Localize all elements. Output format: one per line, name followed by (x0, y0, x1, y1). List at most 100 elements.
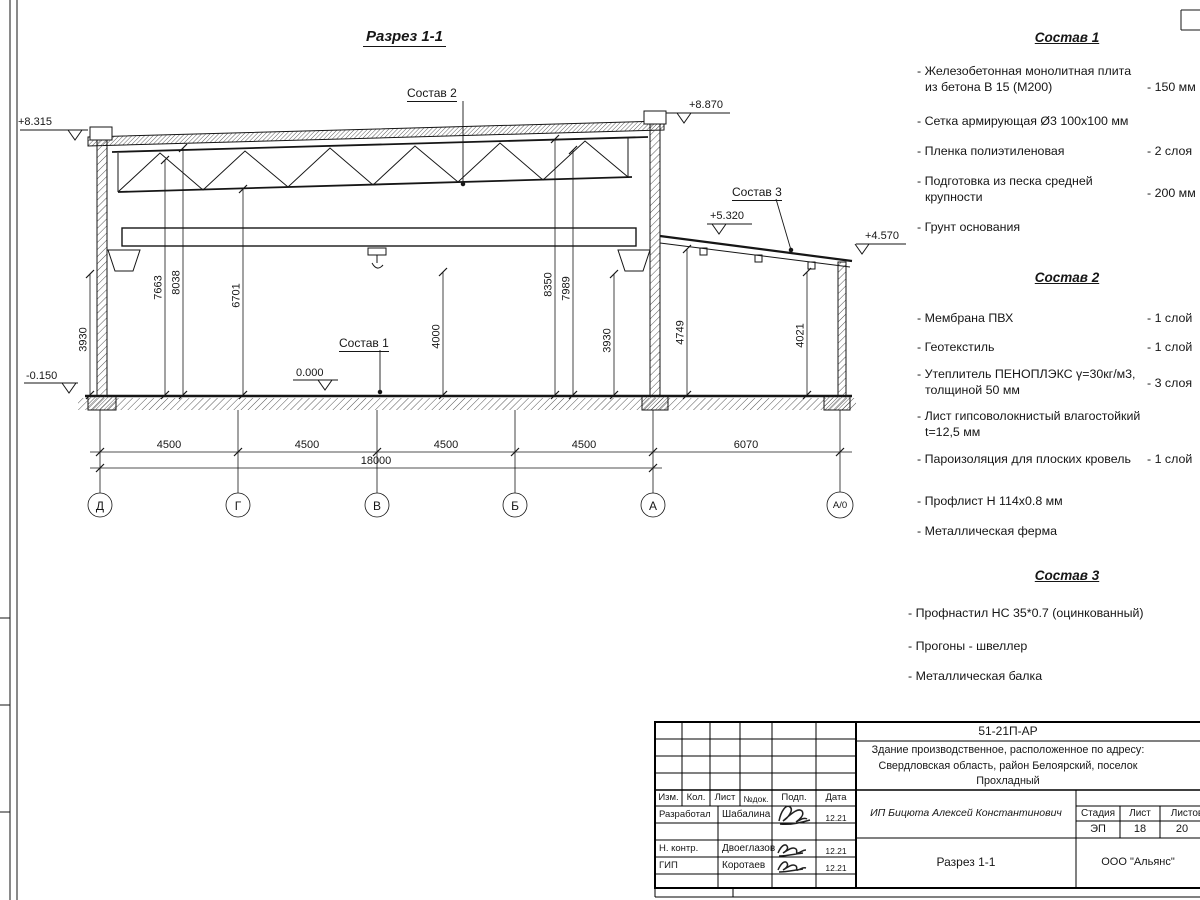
comp1-item-1-line2: из бетона В 15 (М200) (925, 80, 1053, 94)
comp1-item-2: - Сетка армирующая Ø3 100x100 мм (917, 114, 1129, 128)
comp2-value-5: - 1 слой (1147, 452, 1193, 466)
row2-role: Н. контр. (659, 843, 699, 854)
vertical-dim-lines (85, 134, 812, 400)
comp2-heading: Состав 2 (1034, 270, 1100, 285)
comp1-item-3: - Пленка полиэтиленовая (917, 144, 1065, 158)
row2-date: 12.21 (825, 846, 847, 856)
signature (777, 861, 807, 873)
comp2-value-1: - 1 слой (1147, 311, 1193, 325)
hdim-4500-1: 4500 (156, 439, 182, 451)
comp2-item-5: - Пароизоляция для плоских кровель (917, 452, 1131, 466)
vdim-8038: 8038 (170, 270, 183, 295)
comp2-item-2: - Геотекстиль (917, 340, 995, 354)
comp1-item-4-line2: крупности (925, 190, 983, 204)
building-section (78, 110, 856, 411)
elevation-8870: +8.870 (689, 99, 723, 111)
comp2-item-7: - Металлическая ферма (917, 524, 1057, 538)
elevation-5320: +5.320 (710, 210, 744, 222)
hdim-4500-3: 4500 (433, 439, 459, 451)
vdim-8350: 8350 (542, 272, 555, 297)
row3-role: ГИП (659, 860, 678, 871)
comp1-value-4: - 200 мм (1147, 186, 1196, 200)
signatures (777, 805, 811, 873)
col-header-podp: Подп. (781, 792, 807, 803)
author-name: ИП Бицюта Алексей Константинович (870, 807, 1062, 819)
vdim-4749: 4749 (674, 320, 687, 345)
comp3-item-1: - Профнастил НС 35*0.7 (оцинкованный) (908, 606, 1144, 620)
crane-beam (107, 227, 651, 272)
elevation-marks (20, 112, 906, 394)
drawing-name: Разрез 1-1 (936, 855, 996, 869)
annex-roof (659, 234, 853, 270)
comp2-item-1: - Мембрана ПВХ (917, 311, 1014, 325)
elevation-4570: +4.570 (865, 230, 899, 242)
sheets-label: Листов (1170, 808, 1200, 819)
row3-date: 12.21 (825, 863, 847, 873)
roof-truss (111, 136, 649, 193)
axis-bubble-d: Д (95, 499, 105, 513)
comp1-item-4-line1: - Подготовка из песка средней (917, 174, 1093, 188)
col-header-izm: Изм. (658, 792, 679, 803)
elevation-minus-0150: -0.150 (26, 370, 58, 382)
organization-name: ООО "Альянс" (1101, 856, 1175, 868)
axis-bubble-v: В (372, 499, 381, 513)
callout-sostav1: Состав 1 (339, 336, 389, 352)
vdim-6701: 6701 (230, 283, 243, 308)
axis-bubble-g: Г (234, 499, 242, 513)
hdim-4500-2: 4500 (294, 439, 320, 451)
callout-leaders (377, 101, 794, 395)
titleblock-lines (654, 721, 1200, 898)
row2-name: Двоеглазов (722, 843, 776, 854)
comp2-item-3-line1: - Утеплитель ПЕНОПЛЭКС γ=30кг/м3, (917, 367, 1136, 381)
elevation-8315: +8.315 (18, 116, 52, 128)
bottom-dims (87, 410, 854, 519)
comp3-item-2: - Прогоны - швеллер (908, 639, 1028, 653)
comp2-item-3-line2: толщиной 50 мм (925, 383, 1020, 397)
hdim-6070: 6070 (733, 439, 759, 451)
doc-number: 51-21П-АР (978, 724, 1038, 738)
object-description: Здание производственное, расположенное п… (871, 744, 1145, 787)
hdim-18000: 18000 (360, 455, 392, 467)
page-title: Разрез 1-1 (363, 28, 447, 47)
elevation-0000: 0.000 (296, 367, 324, 379)
axis-bubble-a: А (648, 499, 657, 513)
row1-date: 12.21 (825, 813, 847, 823)
sheet-value: 18 (1133, 823, 1147, 835)
vdim-4000: 4000 (430, 324, 443, 349)
comp2-value-2: - 1 слой (1147, 340, 1193, 354)
vdim-7989: 7989 (560, 276, 573, 301)
callout-sostav3: Состав 3 (732, 185, 782, 201)
comp1-item-1-line1: - Железобетонная монолитная плита (917, 64, 1132, 78)
comp1-heading: Состав 1 (1034, 30, 1100, 45)
sheets-value: 20 (1175, 823, 1189, 835)
stage-value: ЭП (1090, 823, 1106, 835)
row1-name: Шабалина (722, 809, 771, 820)
vdim-4021: 4021 (794, 323, 807, 348)
callout-sostav2: Состав 2 (407, 86, 457, 102)
row3-name: Коротаев (722, 860, 766, 871)
comp3-item-3: - Металлическая балка (908, 669, 1043, 683)
row1-role: Разработал (659, 809, 711, 820)
col-header-kol: Кол. (686, 792, 706, 803)
hdim-4500-4: 4500 (571, 439, 597, 451)
col-header-data: Дата (825, 792, 847, 803)
vdim-7663: 7663 (152, 275, 165, 300)
comp2-item-4-line1: - Лист гипсоволокнистый влагостойкий (917, 409, 1141, 423)
stage-label: Стадия (1080, 808, 1116, 819)
vdim-3930-left: 3930 (77, 327, 90, 352)
sheet-label: Лист (1129, 808, 1151, 819)
signature (777, 844, 807, 857)
comp1-value-1: - 150 мм (1147, 80, 1196, 94)
axis-bubble-a0: А/0 (832, 500, 848, 511)
comp3-heading: Состав 3 (1034, 568, 1100, 583)
comp2-value-3: - 3 слоя (1147, 376, 1193, 390)
vdim-3930-right: 3930 (601, 328, 614, 353)
comp2-item-4-line2: t=12,5 мм (925, 425, 981, 439)
comp2-item-6: - Профлист Н 114х0.8 мм (917, 494, 1063, 508)
signature (778, 805, 811, 825)
comp1-value-3: - 2 слоя (1147, 144, 1193, 158)
col-header-list: Лист (714, 792, 736, 803)
comp1-item-5: - Грунт основания (917, 220, 1021, 234)
